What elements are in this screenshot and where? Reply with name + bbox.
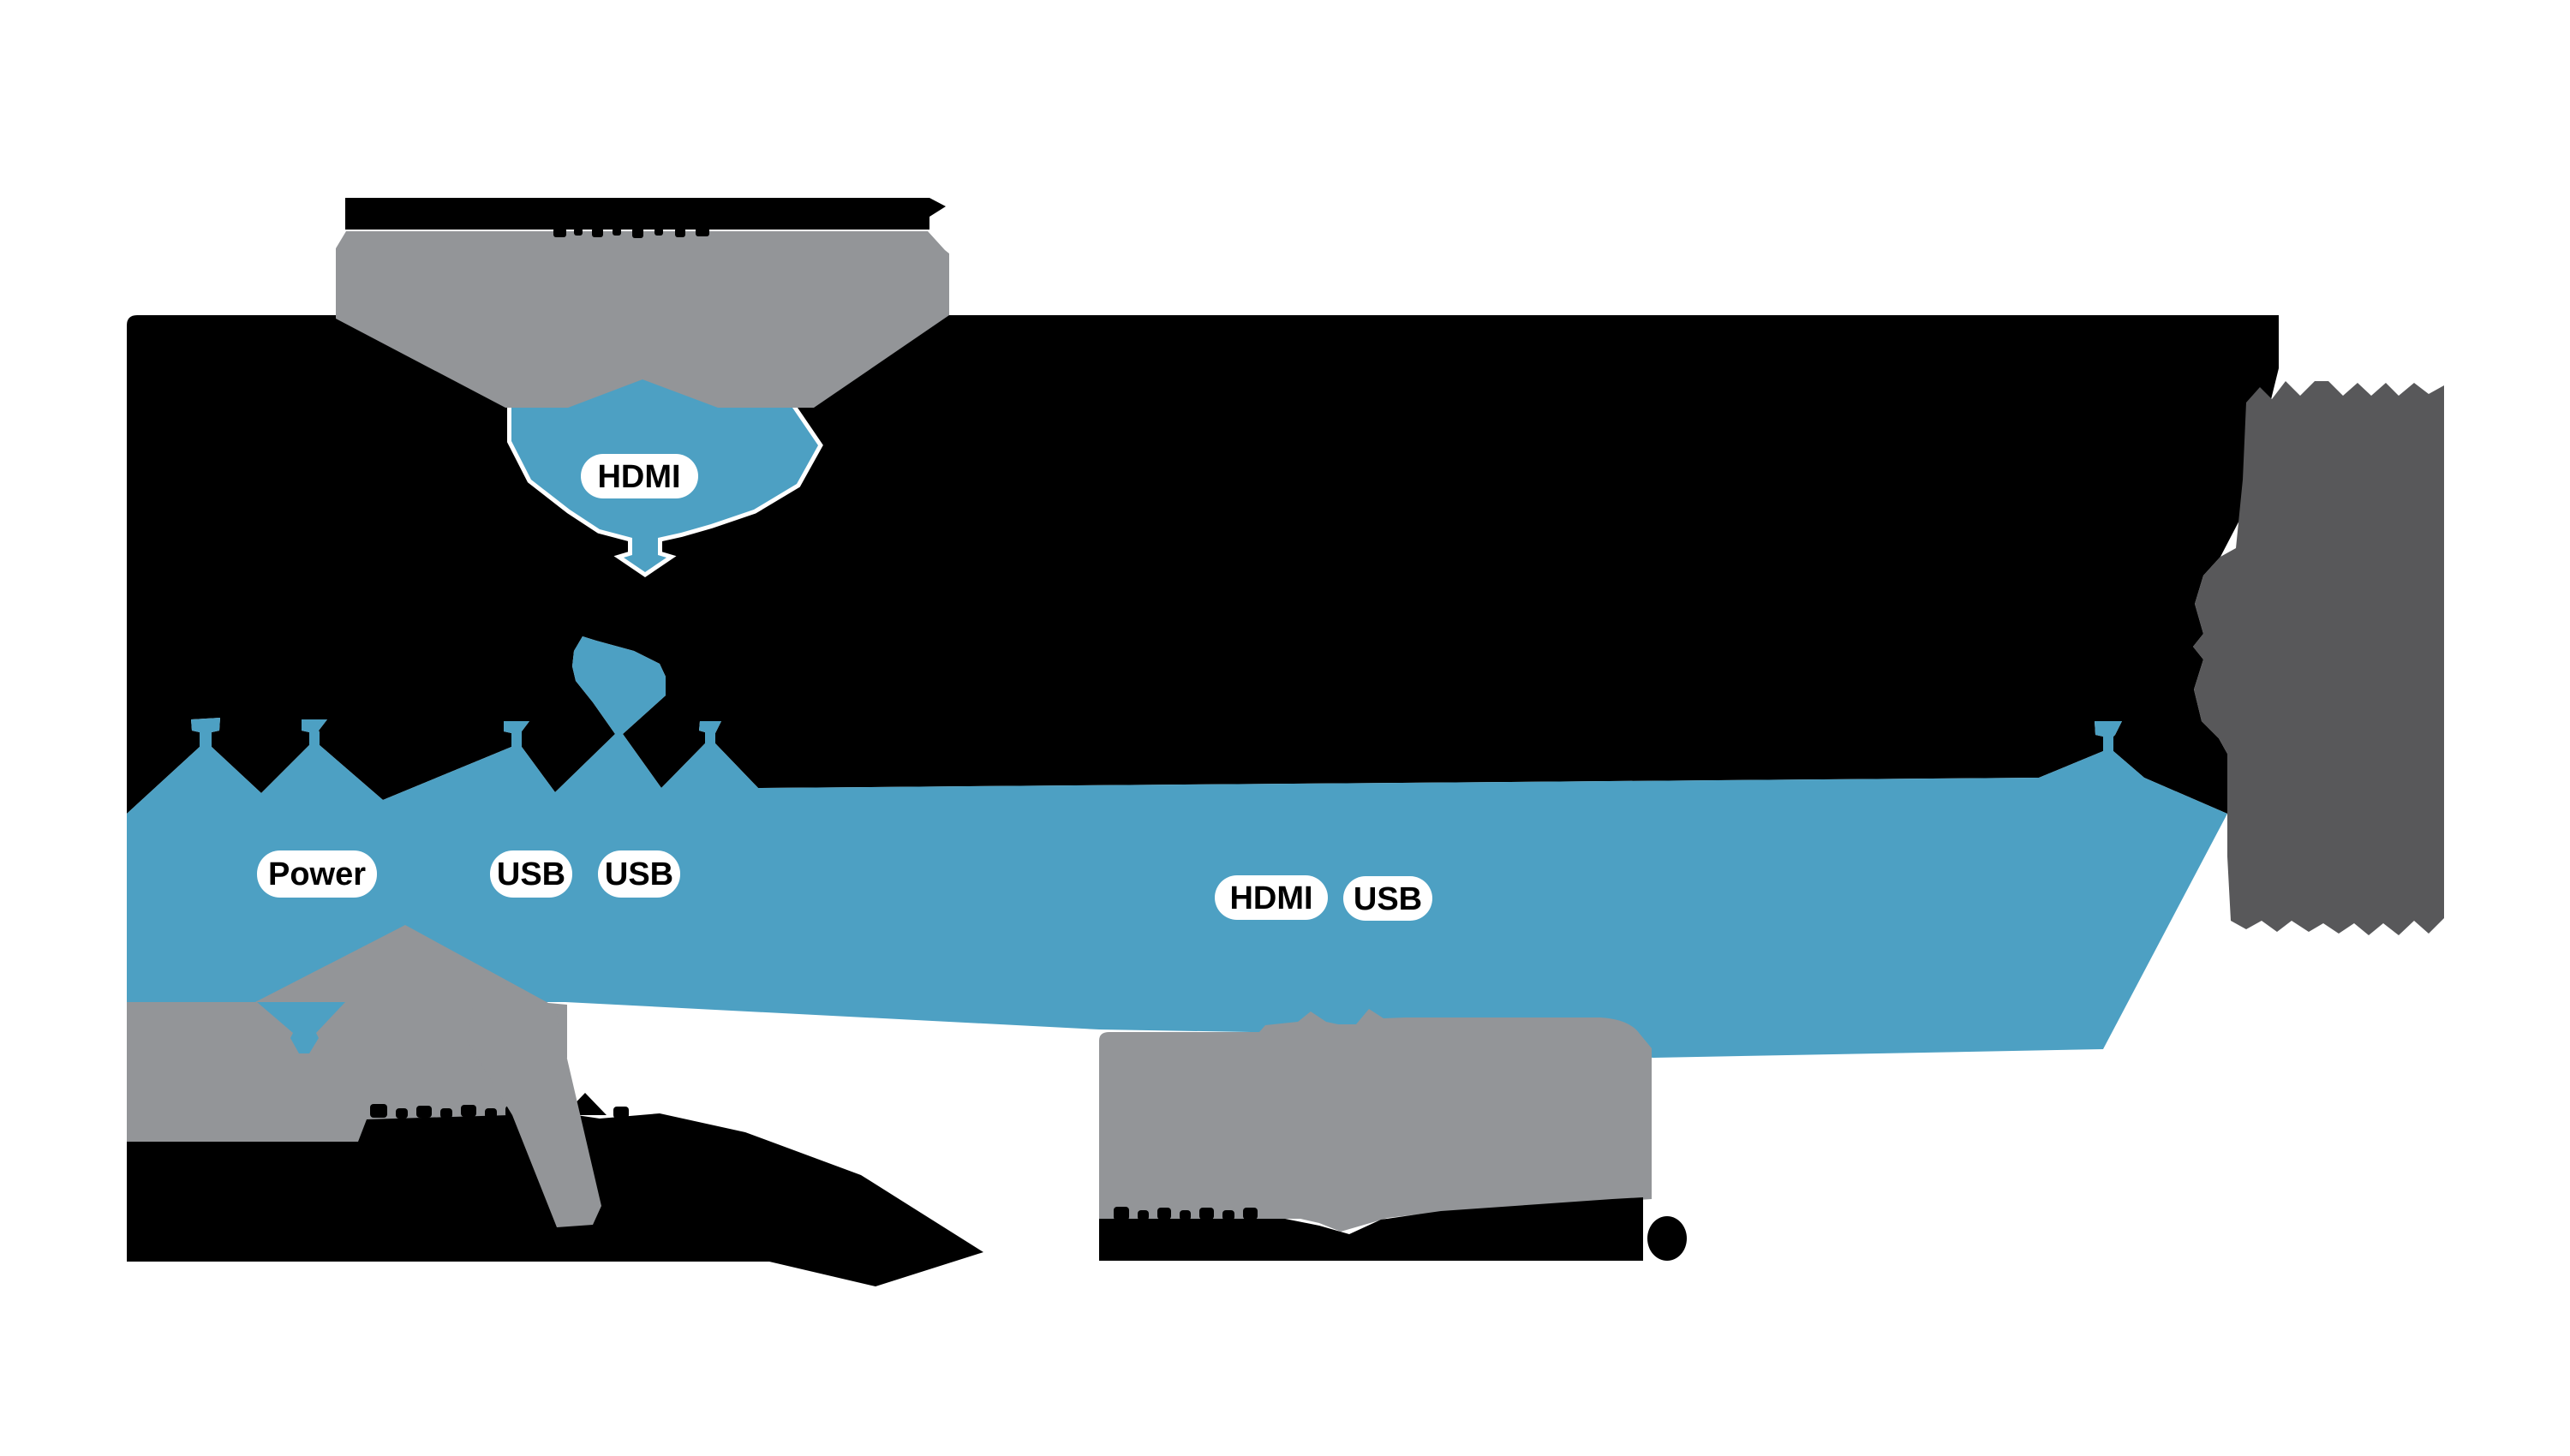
- monitor-caption-remnant: [553, 228, 709, 238]
- port-label-text: HDMI: [1229, 880, 1312, 916]
- port-label-text: USB: [1354, 881, 1422, 917]
- keyboard-cable-plug: [257, 1002, 345, 1053]
- accessory-dark-block: [2193, 381, 2444, 935]
- main-device-silhouette: [127, 315, 2279, 814]
- mouse-cable-ribbon: [467, 1007, 601, 1227]
- port-label-text: HDMI: [597, 459, 680, 495]
- accessory-gray-silhouette: [1099, 1009, 1652, 1232]
- port-label-power: Power: [257, 850, 377, 898]
- port-label-text: Power: [268, 856, 366, 892]
- port-label-usb-3: USB: [1343, 876, 1432, 921]
- bottom-caption-remnant: [1114, 1207, 1687, 1261]
- port-label-usb-1: USB: [490, 850, 572, 898]
- port-label-text: USB: [605, 856, 673, 892]
- bottom-caption-silhouette: [1099, 1197, 1643, 1261]
- port-label-hdmi-mid: HDMI: [1215, 875, 1328, 920]
- monitor-silhouette: [336, 231, 949, 408]
- keyboard-silhouette: [127, 925, 567, 1163]
- port-label-text: USB: [497, 856, 565, 892]
- cable-band: [127, 636, 2227, 1058]
- port-label-usb-2: USB: [598, 850, 680, 898]
- port-label-hdmi-top: HDMI: [581, 454, 698, 498]
- monitor-top-bar: [345, 198, 946, 230]
